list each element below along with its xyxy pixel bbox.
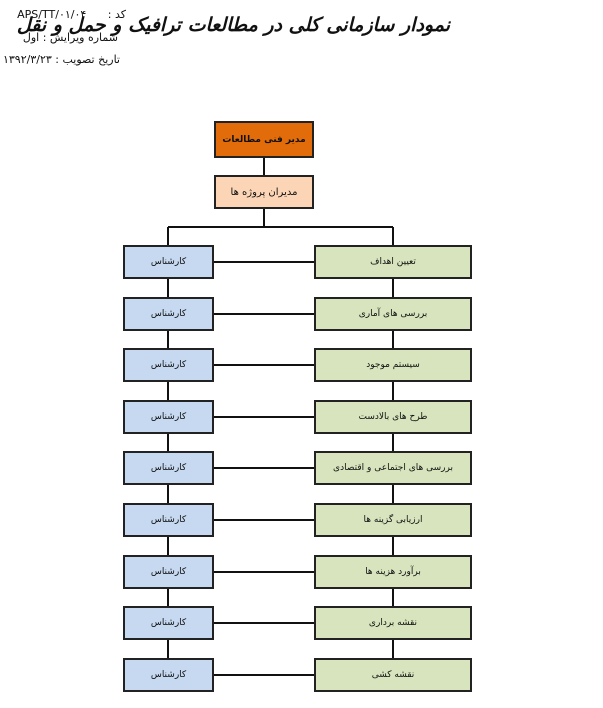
task-box: ارزیابی گزینه ها — [314, 503, 472, 537]
task-box: تعیین اهداف — [314, 245, 472, 279]
task-box: سیستم موجود — [314, 348, 472, 382]
task-box: طرح های بالادست — [314, 400, 472, 434]
page-title: نمودار سازمانی کلی در مطالعات ترافیک و ح… — [16, 14, 450, 36]
expert-box: کارشناس — [123, 348, 214, 382]
revision-value: اول — [22, 31, 40, 44]
expert-box: کارشناس — [123, 658, 214, 692]
expert-box: کارشناس — [123, 245, 214, 279]
expert-box: کارشناس — [123, 555, 214, 589]
task-box: بررسی های آماری — [314, 297, 472, 331]
revision-label: شماره ویرایش : — [42, 31, 118, 44]
expert-box: کارشناس — [123, 606, 214, 640]
task-box: برآورد هزینه ها — [314, 555, 472, 589]
approval-date: تاریخ تصویب : ۱۳۹۲/۳/۲۳ — [0, 53, 120, 66]
revision-number: شماره ویرایش : اول — [8, 31, 118, 44]
document-code: کد : APS/TT/۰۱/۰۴ — [8, 8, 126, 21]
project-managers-box: مدیران پروژه ها — [214, 175, 314, 209]
expert-box: کارشناس — [123, 400, 214, 434]
approval-label: تاریخ تصویب : — [55, 53, 120, 66]
expert-box: کارشناس — [123, 297, 214, 331]
approval-value: ۱۳۹۲/۳/۲۳ — [2, 53, 52, 66]
code-value: APS/TT/۰۱/۰۴ — [17, 8, 87, 21]
expert-box: کارشناس — [123, 451, 214, 485]
code-label: کد : — [107, 8, 126, 21]
task-box: نقشه برداری — [314, 606, 472, 640]
task-box: بررسی های اجتماعی و اقتصادی — [314, 451, 472, 485]
task-box: نقشه کشی — [314, 658, 472, 692]
technical-manager-box: مدیر فنی مطالعات — [214, 121, 314, 158]
expert-box: کارشناس — [123, 503, 214, 537]
